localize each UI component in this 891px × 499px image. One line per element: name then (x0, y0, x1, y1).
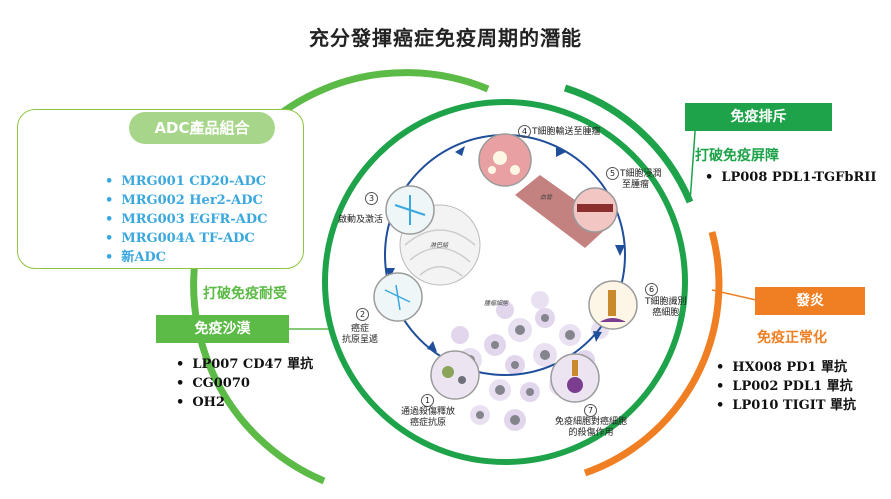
list-item: OH2 (176, 393, 313, 412)
blood-vessel-label: 血管 (540, 194, 553, 201)
adc-product-list: MRG001 CD20-ADC MRG002 Her2-ADC MRG003 E… (105, 172, 267, 267)
list-item: MRG003 EGFR-ADC (105, 210, 267, 229)
list-item: LP007 CD47 單抗 (176, 355, 313, 374)
step-6-label: T細胞識別癌細胞 (645, 297, 687, 318)
inner-ring (322, 99, 688, 465)
lymph-node-label: 淋巴結 (430, 242, 449, 249)
immune-desert-subtitle: 打破免疫耐受 (203, 286, 287, 302)
step-6-num: 6 (645, 283, 659, 296)
list-item: MRG001 CD20-ADC (105, 172, 267, 191)
tumor-cells-label: 腫瘤細胞 (484, 300, 509, 307)
list-item: LP002 PDL1 單抗 (716, 377, 856, 396)
adc-portfolio-header: ADC產品組合 (129, 112, 275, 144)
immune-desert-list: LP007 CD47 單抗 CG0070 OH2 (176, 355, 313, 412)
list-item: 新ADC (105, 248, 267, 267)
connector-exclusion (689, 117, 697, 203)
cycle-arrows (385, 146, 625, 352)
immune-desert-banner: 免疫沙漠 (156, 315, 289, 343)
immune-exclusion-subtitle: 打破免疫屏障 (695, 148, 779, 164)
inflamed-banner: 發炎 (755, 287, 865, 315)
list-item: LP010 TIGIT 單抗 (716, 396, 856, 415)
immune-exclusion-list: LP008 PDL1-TGFbRII (705, 168, 876, 187)
outer-arc-inflamed (583, 231, 723, 477)
step-images (373, 133, 638, 403)
step-3-text: 啟動及激活 (338, 215, 384, 225)
inflamed-subtitle: 免疫正常化 (757, 330, 827, 346)
list-item: CG0070 (176, 374, 313, 393)
list-item: MRG004A TF-ADC (105, 229, 267, 248)
step-2-label: 癌症抗原呈遞 (342, 324, 379, 345)
connector-inflamed (711, 289, 757, 301)
list-item: HX008 PD1 單抗 (716, 358, 856, 377)
page-title: 充分發揮癌症免疫周期的潛能 (309, 26, 582, 50)
inflamed-list: HX008 PD1 單抗 LP002 PDL1 單抗 LP010 TIGIT 單… (716, 358, 856, 415)
step-2-num: 2 (356, 308, 370, 321)
step-1-image (430, 350, 480, 400)
outer-arc-exclusion (563, 84, 694, 204)
list-item: LP008 PDL1-TGFbRII (705, 168, 876, 187)
list-item: MRG002 Her2-ADC (105, 191, 267, 210)
immune-exclusion-banner: 免疫排斥 (685, 103, 832, 131)
step-3-label: 3 (365, 192, 379, 205)
